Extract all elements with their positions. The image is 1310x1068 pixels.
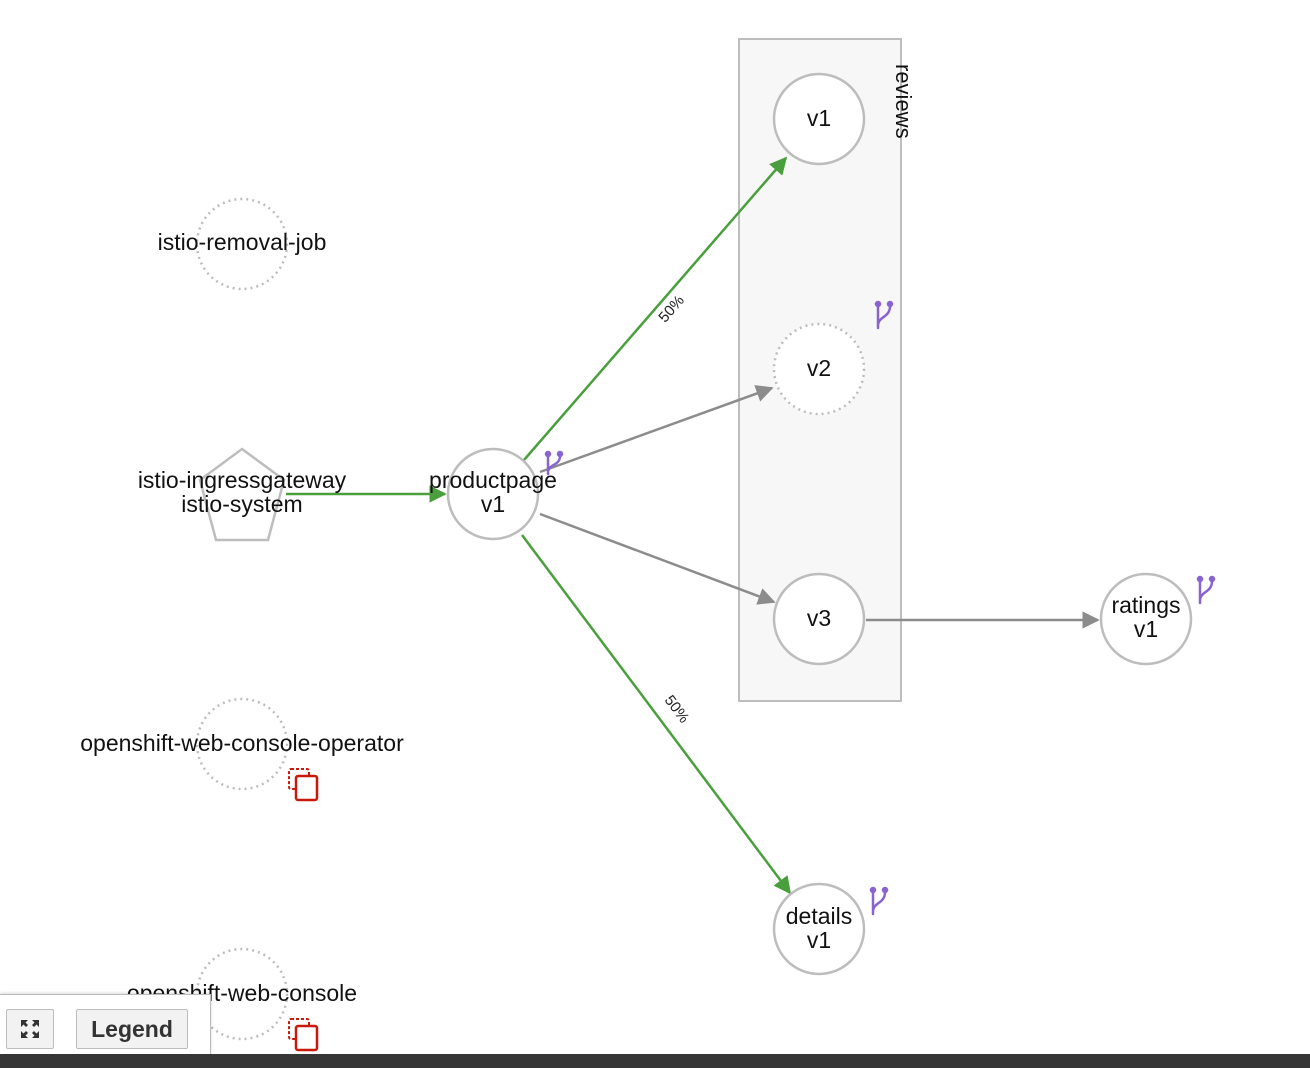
graph-edges: 50% 50% [286, 156, 1100, 895]
edge-productpage-to-reviews-v2[interactable] [539, 385, 774, 474]
edge-productpage-to-reviews-v1[interactable] [523, 156, 788, 461]
legend-button[interactable]: Legend [76, 1009, 188, 1049]
node-label-line2: v1 [1134, 616, 1158, 642]
missing-sidecar-icon [288, 768, 319, 802]
node-details[interactable]: details v1 [772, 882, 889, 976]
expand-arrows-icon [21, 1020, 39, 1038]
node-ratings[interactable]: ratings v1 [1099, 572, 1216, 666]
node-label-line1: details [786, 903, 852, 929]
node-istio-removal-job[interactable]: istio-removal-job [158, 197, 327, 291]
node-istio-ingressgateway[interactable]: istio-ingressgateway istio-system [138, 447, 347, 542]
virtual-service-icon [1196, 575, 1216, 605]
virtual-service-icon [869, 886, 889, 916]
node-label-line1: productpage [429, 467, 557, 493]
fit-graph-button[interactable] [6, 1009, 54, 1049]
node-label: openshift-web-console-operator [80, 730, 404, 756]
node-reviews-v3[interactable]: v3 [772, 572, 866, 666]
node-label-line1: ratings [1111, 592, 1180, 618]
node-label-line2: v1 [481, 491, 505, 517]
reviews-group-label: reviews [891, 64, 916, 139]
node-reviews-v2[interactable]: v2 [772, 300, 894, 416]
legend-button-label: Legend [91, 1015, 173, 1042]
node-label: v3 [807, 605, 831, 631]
node-productpage[interactable]: productpage v1 [429, 447, 564, 541]
node-label-line2: istio-system [181, 491, 302, 517]
node-label: istio-removal-job [158, 229, 327, 255]
edge-label-details-percent: 50% [661, 692, 693, 726]
node-label-line1: istio-ingressgateway [138, 467, 347, 493]
virtual-service-icon [874, 300, 894, 330]
edge-label-reviews-v1-percent: 50% [655, 292, 688, 326]
node-reviews-v1[interactable]: v1 [772, 72, 866, 166]
graph-toolbar: Legend [0, 994, 211, 1055]
node-label: v1 [807, 105, 831, 131]
node-openshift-web-console-operator[interactable]: openshift-web-console-operator [80, 697, 404, 802]
edge-productpage-to-reviews-v3[interactable] [539, 512, 776, 605]
node-label: v2 [807, 355, 831, 381]
node-label-line2: v1 [807, 927, 831, 953]
edge-productpage-to-details[interactable] [520, 534, 792, 895]
status-bar [0, 1054, 1310, 1068]
virtual-service-icon [544, 450, 564, 476]
missing-sidecar-icon [288, 1018, 319, 1052]
